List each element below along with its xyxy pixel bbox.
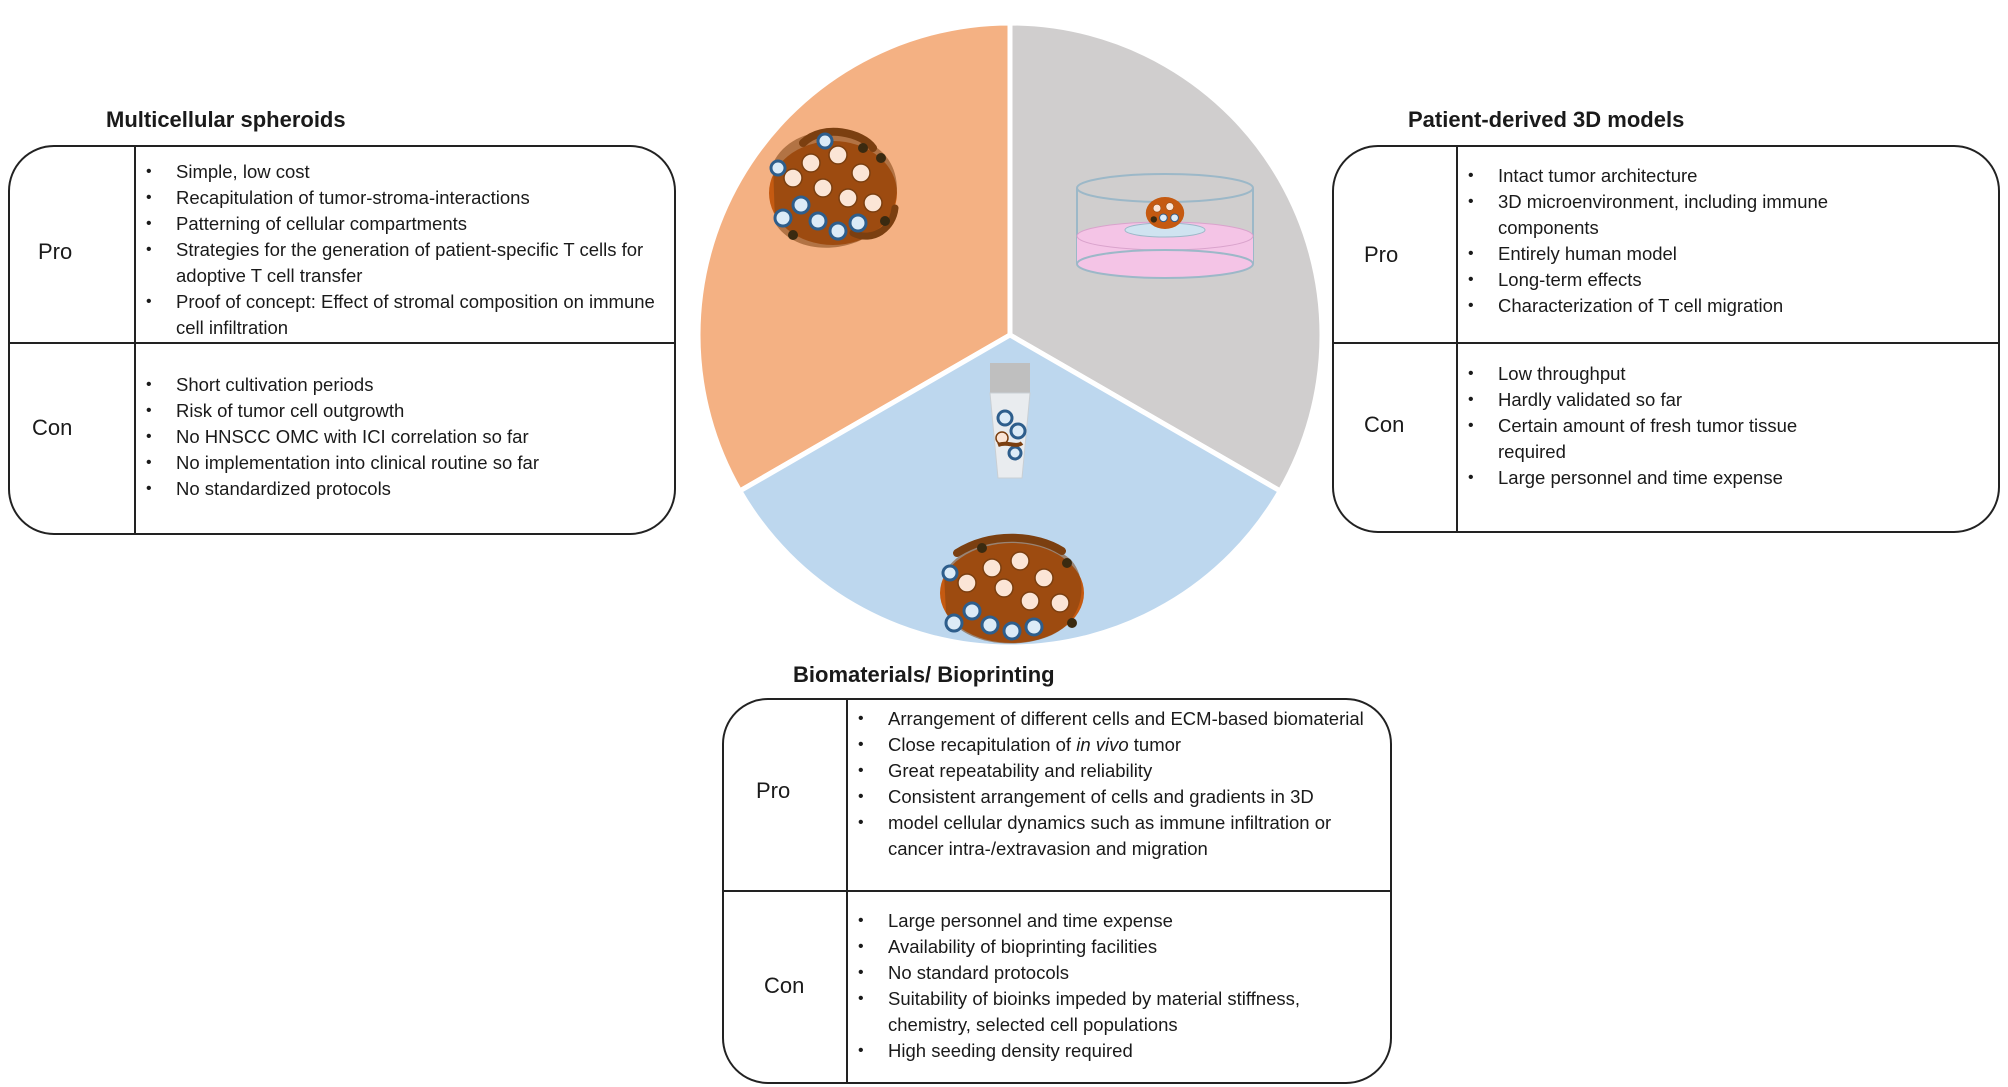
- list-item: Short cultivation periods: [140, 372, 670, 398]
- bioprinted-construct-icon: [940, 533, 1084, 644]
- bioprinting-pro-label: Pro: [756, 778, 791, 803]
- list-item: Consistent arrangement of cells and grad…: [852, 784, 1382, 810]
- patient-derived-con-list: Low throughput Hardly validated so far C…: [1462, 361, 1862, 491]
- list-item: Availability of bioprinting facilities: [852, 934, 1382, 960]
- spheroids-con-label: Con: [32, 415, 73, 440]
- bioprinter-nozzle-icon: [989, 363, 1031, 479]
- text-part: tumor: [1128, 734, 1182, 755]
- patient-derived-pro-label: Pro: [1364, 242, 1399, 267]
- spheroids-sector: [695, 20, 1013, 495]
- text-part: Close recapitulation of: [888, 734, 1077, 755]
- list-item: 3D microenvironment, including immune co…: [1462, 189, 1862, 241]
- model-pie-diagram: [695, 20, 1325, 650]
- spheroids-con-list: Short cultivation periods Risk of tumor …: [140, 372, 670, 502]
- list-item: Low throughput: [1462, 361, 1862, 387]
- list-item: Simple, low cost: [140, 159, 670, 185]
- patient-derived-card-separator: [1334, 342, 1998, 344]
- list-item: Intact tumor architecture: [1462, 163, 1862, 189]
- patient-derived-heading: Patient-derived 3D models: [1408, 107, 1685, 132]
- bioprinting-card: Pro Con Arrangement of different cells a…: [722, 698, 1392, 1084]
- spheroids-pro-list: Simple, low cost Recapitulation of tumor…: [140, 159, 670, 341]
- list-item: High seeding density required: [852, 1038, 1382, 1064]
- bioprinting-heading: Biomaterials/ Bioprinting: [793, 662, 1055, 687]
- spheroids-card: Pro Con Simple, low cost Recapitulation …: [8, 145, 676, 535]
- patient-derived-con-label: Con: [1364, 412, 1405, 437]
- list-item: Proof of concept: Effect of stromal comp…: [140, 289, 670, 341]
- patient-derived-card-divider: [1456, 147, 1458, 531]
- list-item: Risk of tumor cell outgrowth: [140, 398, 670, 424]
- list-item: Patterning of cellular compartments: [140, 211, 670, 237]
- list-item: Hardly validated so far: [1462, 387, 1862, 413]
- bioprinting-con-label: Con: [764, 973, 805, 998]
- spheroids-card-separator: [10, 342, 674, 344]
- list-item: Suitability of bioinks impeded by materi…: [852, 986, 1382, 1038]
- list-item: Large personnel and time expense: [1462, 465, 1862, 491]
- list-item: No standard protocols: [852, 960, 1382, 986]
- list-item: Recapitulation of tumor-stroma-interacti…: [140, 185, 670, 211]
- bioprinting-card-separator: [724, 890, 1390, 892]
- list-item: No standardized protocols: [140, 476, 670, 502]
- list-item: Characterization of T cell migration: [1462, 293, 1862, 319]
- spheroid-cluster-icon: [769, 127, 899, 248]
- list-item: Strategies for the generation of patient…: [140, 237, 670, 289]
- list-item: Great repeatability and reliability: [852, 758, 1382, 784]
- bioprinting-pro-list: Arrangement of different cells and ECM-b…: [852, 706, 1382, 862]
- patient-derived-pro-list: Intact tumor architecture 3D microenviro…: [1462, 163, 1862, 319]
- list-item: Arrangement of different cells and ECM-b…: [852, 706, 1382, 732]
- list-item: Certain amount of fresh tumor tissue req…: [1462, 413, 1862, 465]
- spheroids-heading: Multicellular spheroids: [106, 107, 346, 132]
- bioprinting-sector: [736, 332, 1284, 650]
- list-item: Entirely human model: [1462, 241, 1862, 267]
- in-vivo-emphasis: in vivo: [1076, 734, 1129, 755]
- bioprinting-con-list: Large personnel and time expense Availab…: [852, 908, 1382, 1064]
- spheroids-pro-label: Pro: [38, 239, 73, 264]
- list-item: model cellular dynamics such as immune i…: [852, 810, 1382, 862]
- list-item: Long-term effects: [1462, 267, 1862, 293]
- list-item: Large personnel and time expense: [852, 908, 1382, 934]
- patient-derived-card: Pro Con Intact tumor architecture 3D mic…: [1332, 145, 2000, 533]
- culture-dish-icon: [1076, 173, 1254, 279]
- list-item: No implementation into clinical routine …: [140, 450, 670, 476]
- list-item: No HNSCC OMC with ICI correlation so far: [140, 424, 670, 450]
- spheroids-card-divider: [134, 147, 136, 533]
- list-item: Close recapitulation of in vivo tumor: [852, 732, 1382, 758]
